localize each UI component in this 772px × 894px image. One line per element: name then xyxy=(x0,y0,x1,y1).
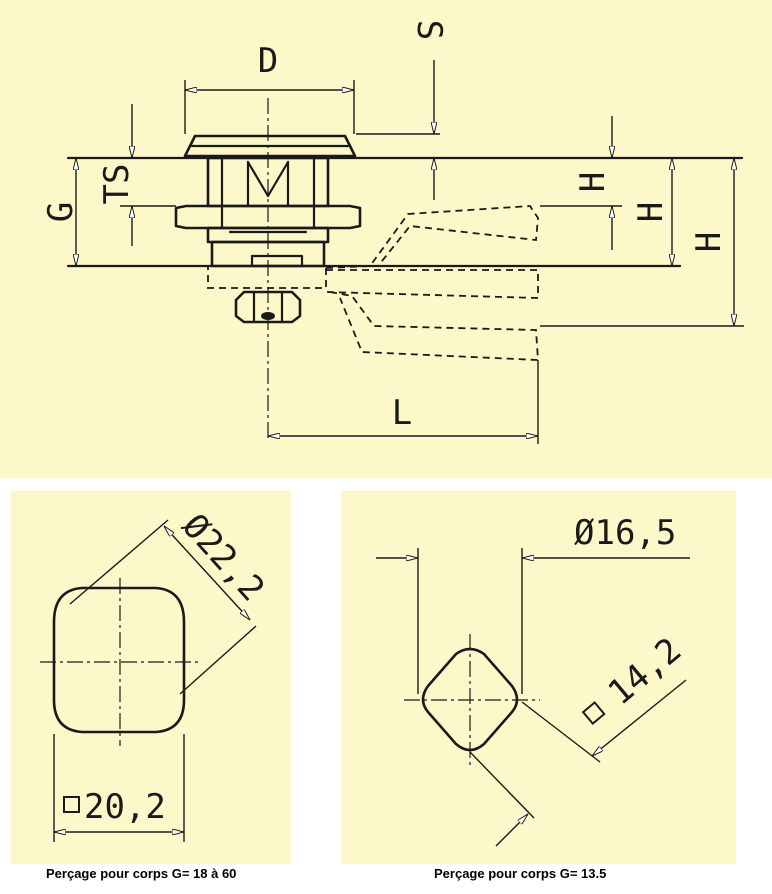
caption-left: Perçage pour corps G= 18 à 60 xyxy=(46,866,237,881)
caption-right: Perçage pour corps G= 13.5 xyxy=(434,866,607,881)
label-G: G xyxy=(41,202,81,222)
label-H3: H xyxy=(689,232,729,252)
label-S: S xyxy=(409,20,449,40)
label-square-right: 14,2 xyxy=(601,630,689,713)
side-view: D S G TS H H H L xyxy=(41,20,744,444)
label-TS: TS xyxy=(97,164,137,205)
side-view-panel xyxy=(0,0,772,478)
square-symbol-icon xyxy=(63,796,80,813)
label-diameter-left: Ø22,2 xyxy=(174,506,272,609)
cutout-shape-right xyxy=(421,647,519,752)
key-slot-mark xyxy=(246,160,290,198)
label-square-left: 20,2 xyxy=(84,787,166,827)
label-L: L xyxy=(392,393,412,433)
dim-square-right-lower xyxy=(495,813,529,847)
cutout-g18-60: Ø22,2 20,2 xyxy=(40,506,272,842)
label-H1: H xyxy=(573,172,613,192)
label-diameter-right: Ø16,5 xyxy=(574,513,676,553)
dim-square-right-upper xyxy=(591,679,687,757)
dim-diameter-left xyxy=(163,525,251,621)
cam-arm-lower xyxy=(329,291,539,361)
lock-head xyxy=(183,134,357,158)
cam-screw-nut xyxy=(234,290,302,324)
label-D: D xyxy=(258,41,278,81)
cam-arm-upper xyxy=(325,205,539,269)
cutout-shape-left xyxy=(52,586,186,734)
cutout-panel-g13-5 xyxy=(341,491,736,864)
hex-nut xyxy=(174,204,362,230)
label-H2: H xyxy=(631,202,671,222)
square-symbol-icon xyxy=(581,701,606,726)
cutout-g13-5: Ø16,5 14,2 xyxy=(376,513,690,847)
cam-arm-middle xyxy=(325,269,539,299)
cam-block xyxy=(207,265,327,289)
